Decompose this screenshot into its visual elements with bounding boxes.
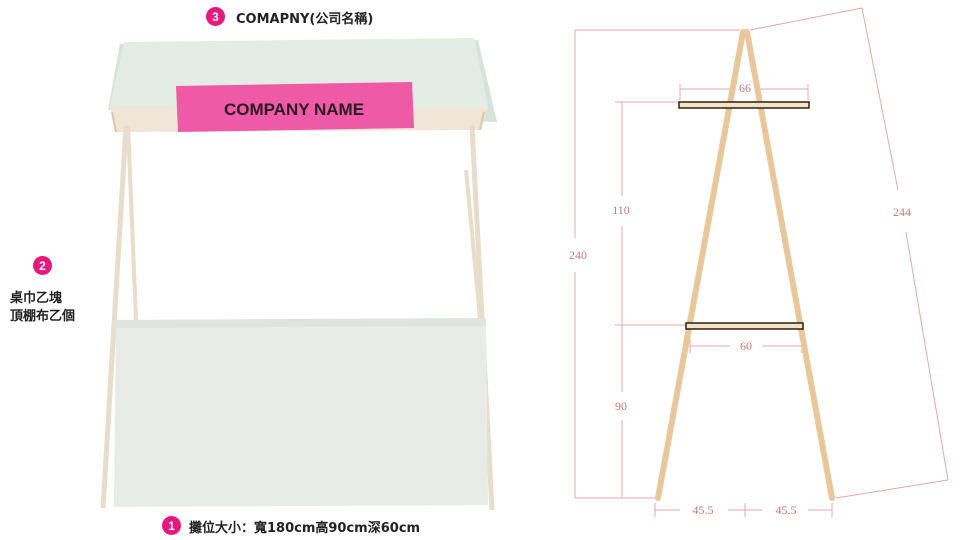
left-back-leg [126, 125, 138, 321]
dimension-lines [574, 7, 949, 517]
dim-lower-height: 90 [615, 399, 627, 413]
company-name-label: COMAPNY(公司名稱) [236, 12, 374, 27]
right-back-leg [464, 169, 482, 319]
dim-base-right: 45.5 [776, 503, 797, 517]
canopy-cloth-label: 頂棚布乙個 [10, 309, 76, 324]
dim-top-bar: 66 [739, 81, 751, 95]
badge-3: 3 [206, 7, 225, 26]
stand-lower-bar [685, 322, 804, 330]
stand-left-leg [655, 29, 746, 501]
table-cloth [114, 318, 488, 507]
badge-1: 1 [162, 516, 181, 535]
dim-base-left: 45.5 [693, 503, 714, 517]
company-banner [176, 82, 414, 132]
dim-leg-length: 244 [893, 205, 911, 219]
right-front-leg [469, 125, 495, 511]
badge-2: 2 [33, 256, 52, 275]
banner-text: COMPANY NAME [224, 100, 364, 119]
stand-right-leg [744, 29, 835, 501]
stand-top-bar [678, 101, 810, 109]
dim-total-height: 240 [569, 248, 587, 262]
table-cloth-label: 桌巾乙塊 [10, 291, 63, 306]
dim-lower-bar: 60 [740, 339, 752, 353]
left-front-leg [100, 125, 129, 509]
booth-size-label: 攤位大小：寬180cm高90cm深60cm [189, 521, 421, 536]
dim-upper-height: 110 [612, 203, 630, 217]
